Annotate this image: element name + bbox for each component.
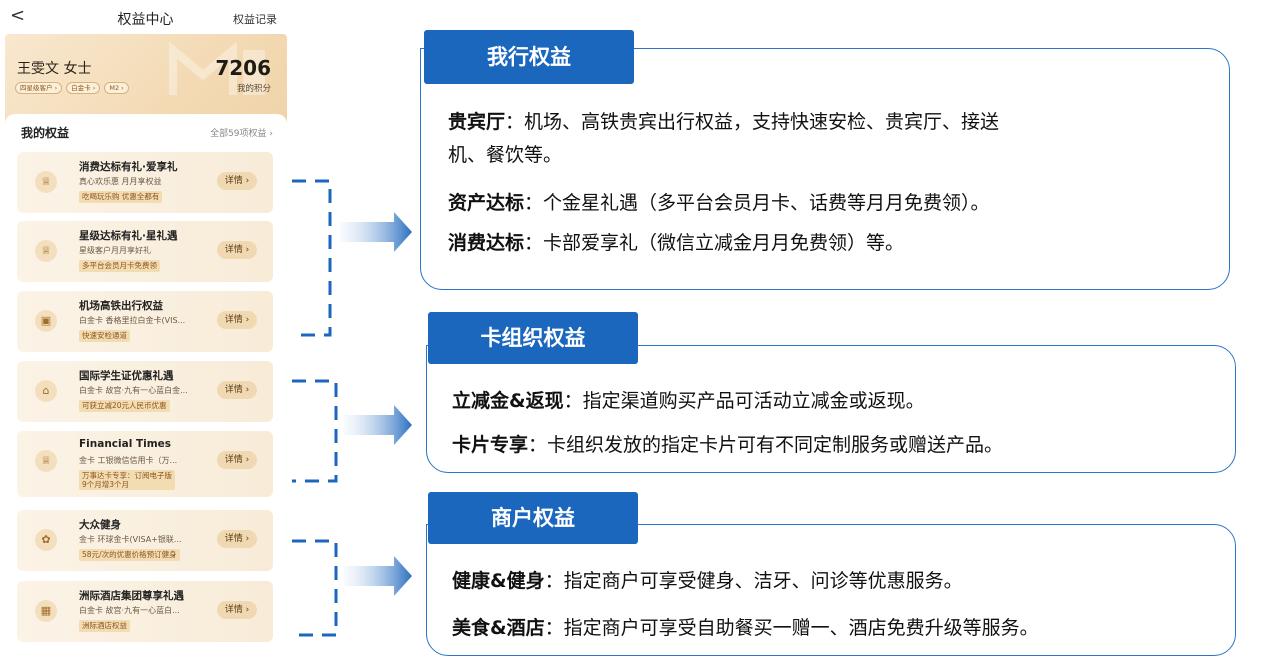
benefit-tag: 快速安检通道 — [79, 330, 130, 342]
benefit-sub: 白金卡 故宫·九有一心蓝白金... — [79, 386, 188, 395]
benefit-record-link[interactable]: 权益记录 — [233, 13, 277, 26]
detail-button[interactable]: 详情 › — [217, 381, 257, 399]
benefit-sub: 星级客户月月享好礼 — [79, 246, 151, 255]
all-benefits-link[interactable]: 全部59项权益 › — [210, 129, 273, 139]
benefit-title: 国际学生证优惠礼遇 — [79, 370, 174, 382]
line-key: 健康&健身 — [452, 570, 545, 592]
arrow-group-1 — [340, 212, 412, 252]
panel1-line-vip-cont: 机、餐饮等。 — [448, 140, 562, 167]
fitness-icon: ✿ — [35, 529, 57, 551]
user-badges: 四星级客户 › 白金卡 › M2 › — [15, 82, 129, 94]
star-gift-icon: ♕ — [35, 240, 57, 262]
line-key: 资产达标 — [448, 192, 525, 214]
detail-button[interactable]: 详情 › — [217, 451, 257, 469]
line-text: ：卡部爱享礼（微信立减金月月免费领）等。 — [524, 232, 905, 254]
panel2-line-card-exclusive: 卡片专享：卡组织发放的指定卡片可有不同定制服务或赠送产品。 — [452, 430, 1003, 457]
detail-button[interactable]: 详情 › — [217, 601, 257, 619]
panel3-line-health: 健康&健身：指定商户可享受健身、洁牙、问诊等优惠服务。 — [452, 566, 963, 593]
arrow-group-2 — [344, 405, 412, 445]
benefit-item[interactable]: ♕ 消费达标有礼·爱享礼 真心欢乐惠 月月享权益 吃喝玩乐购 优惠全都有 详情 … — [17, 152, 273, 213]
benefit-item[interactable]: ♕ 星级达标有礼·星礼遇 星级客户月月享好礼 多平台会员月卡免费领 详情 › — [17, 221, 273, 282]
line-text: ：指定渠道购买产品可活动立减金或返现。 — [563, 390, 925, 412]
line-text: ：卡组织发放的指定卡片可有不同定制服务或赠送产品。 — [528, 434, 1004, 456]
benefit-title: 洲际酒店集团尊享礼遇 — [79, 590, 184, 602]
benefit-tag: 58元/次的优惠价格预订健身 — [79, 549, 180, 561]
line-key: 立减金&返现 — [452, 390, 564, 412]
line-text: ：指定商户可享受自助餐买一赠一、酒店免费升级等服务。 — [544, 617, 1039, 639]
detail-button[interactable]: 详情 › — [217, 530, 257, 548]
benefit-title: 大众健身 — [79, 519, 121, 531]
star-level-badge[interactable]: 四星级客户 › — [15, 82, 63, 94]
detail-button[interactable]: 详情 › — [217, 172, 257, 190]
my-benefits-section: 我的权益 全部59项权益 › ♕ 消费达标有礼·爱享礼 真心欢乐惠 月月享权益 … — [5, 114, 287, 659]
benefit-tag-line2: 9个月增3个月 — [82, 480, 130, 489]
page-title: 权益中心 — [117, 12, 174, 28]
panel1-line-vip: 贵宾厅：机场、高铁贵宾出行权益，支持快速安检、贵宾厅、接送 — [448, 107, 999, 134]
benefit-sub: 金卡 环球金卡(VISA+银联... — [79, 535, 182, 544]
benefits-title: 我的权益 — [21, 126, 70, 140]
panel-merchant-benefits — [426, 524, 1236, 656]
benefit-title: 机场高铁出行权益 — [79, 300, 163, 312]
arrow-group-3 — [344, 556, 412, 596]
benefit-title: 星级达标有礼·星礼遇 — [79, 230, 178, 242]
benefit-item[interactable]: ⌂ 国际学生证优惠礼遇 白金卡 故宫·九有一心蓝白金... 可获立减20元人民币… — [17, 361, 273, 422]
graduation-icon: ⌂ — [35, 380, 57, 402]
card-level-badge[interactable]: 白金卡 › — [66, 82, 101, 94]
bracket-group-3 — [292, 539, 338, 637]
nav-bar: < 权益中心 权益记录 — [0, 0, 291, 36]
panel3-line-food-hotel: 美食&酒店：指定商户可享受自助餐买一赠一、酒店免费升级等服务。 — [452, 613, 1039, 640]
line-key: 贵宾厅 — [448, 111, 506, 133]
bracket-group-1 — [292, 179, 332, 337]
benefit-tag: 可获立减20元人民币优惠 — [79, 400, 170, 412]
benefit-item[interactable]: ▦ 洲际酒店集团尊享礼遇 白金卡 故宫·九有一心蓝白... 洲际酒店权益 详情 … — [17, 581, 273, 642]
benefit-sub: 白金卡 故宫·九有一心蓝白... — [79, 606, 180, 615]
benefit-item[interactable]: ♕ Financial Times 金卡 工银微信信用卡（万... 万事达卡专享… — [17, 431, 273, 497]
benefit-item[interactable]: ✿ 大众健身 金卡 环球金卡(VISA+银联... 58元/次的优惠价格预订健身… — [17, 510, 273, 571]
line-text: 机、餐饮等。 — [448, 144, 563, 166]
line-key: 美食&酒店 — [452, 617, 545, 639]
benefit-sub: 白金卡 香格里拉白金卡(VIS... — [79, 316, 186, 325]
detail-button[interactable]: 详情 › — [217, 311, 257, 329]
line-text: ：个金星礼遇（多平台会员月卡、话费等月月免费领）。 — [524, 192, 990, 214]
panel2-line-cashback: 立减金&返现：指定渠道购买产品可活动立减金或返现。 — [452, 386, 925, 413]
phone-screen: < 权益中心 权益记录 王雯文 女士 四星级客户 › 白金卡 › M2 › 72… — [0, 0, 291, 659]
bracket-group-2 — [292, 379, 338, 483]
line-key: 卡片专享 — [452, 434, 529, 456]
member-level-badge[interactable]: M2 › — [104, 82, 129, 94]
panel-merchant-benefits-tag: 商户权益 — [428, 492, 638, 544]
benefit-tag-line1: 万事达卡专享：订阅电子版 — [82, 471, 172, 480]
benefit-sub: 真心欢乐惠 月月享权益 — [79, 177, 162, 186]
panel1-line-asset: 资产达标：个金星礼遇（多平台会员月卡、话费等月月免费领）。 — [448, 188, 990, 215]
hotel-icon: ▦ — [35, 600, 57, 622]
line-key: 消费达标 — [448, 232, 525, 254]
benefit-tag: 万事达卡专享：订阅电子版 9个月增3个月 — [79, 470, 175, 490]
line-text: ：指定商户可享受健身、洁牙、问诊等优惠服务。 — [544, 570, 963, 592]
panel-card-org-benefits-tag: 卡组织权益 — [428, 312, 638, 364]
gift-icon: ♕ — [35, 450, 57, 472]
benefit-tag: 洲际酒店权益 — [79, 620, 130, 632]
benefit-title: 消费达标有礼·爱享礼 — [79, 161, 178, 173]
gift-icon: ♕ — [35, 171, 57, 193]
panel1-line-spend: 消费达标：卡部爱享礼（微信立减金月月免费领）等。 — [448, 228, 904, 255]
panel-card-org-benefits — [426, 345, 1236, 473]
line-text: ：机场、高铁贵宾出行权益，支持快速安检、贵宾厅、接送 — [505, 111, 1000, 133]
user-name: 王雯文 女士 — [17, 61, 92, 77]
points-label: 我的积分 — [236, 84, 271, 94]
watermark-logo-icon — [169, 41, 265, 95]
luggage-icon: ▣ — [35, 310, 57, 332]
benefit-item[interactable]: ▣ 机场高铁出行权益 白金卡 香格里拉白金卡(VIS... 快速安检通道 详情 … — [17, 291, 273, 352]
benefit-sub: 金卡 工银微信信用卡（万... — [79, 456, 178, 465]
points-value[interactable]: 7206 — [215, 56, 271, 80]
benefit-title: Financial Times — [79, 438, 172, 450]
benefit-tag: 多平台会员月卡免费领 — [79, 260, 160, 272]
back-chevron-icon[interactable]: < — [10, 5, 26, 26]
detail-button[interactable]: 详情 › — [217, 241, 257, 259]
panel-bank-benefits — [420, 48, 1230, 290]
benefit-tag: 吃喝玩乐购 优惠全都有 — [79, 191, 163, 203]
panel-bank-benefits-tag: 我行权益 — [424, 30, 634, 84]
